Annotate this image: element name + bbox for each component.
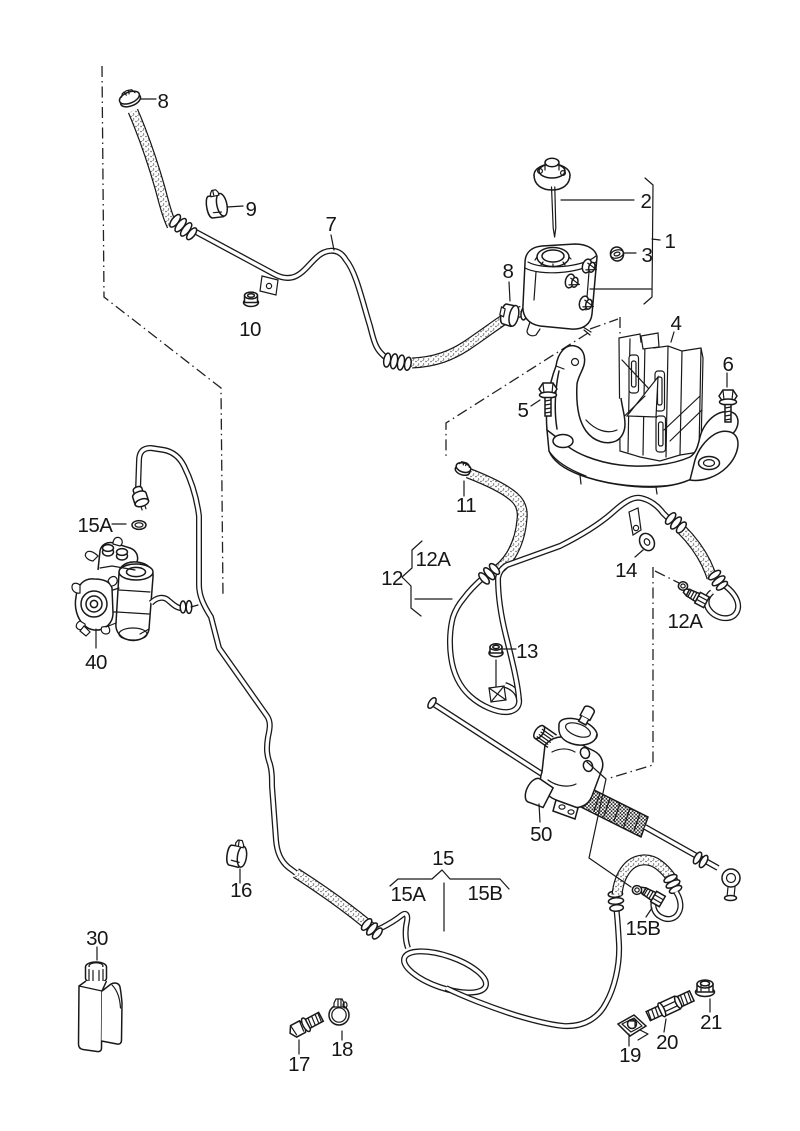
- svg-text:5: 5: [518, 399, 529, 422]
- svg-text:16: 16: [230, 879, 252, 902]
- svg-text:15A: 15A: [78, 514, 114, 537]
- svg-text:15B: 15B: [468, 882, 503, 905]
- svg-text:9: 9: [246, 198, 257, 221]
- svg-text:14: 14: [615, 559, 637, 582]
- svg-text:19: 19: [619, 1044, 641, 1067]
- svg-text:30: 30: [86, 927, 108, 950]
- svg-text:21: 21: [700, 1011, 722, 1034]
- svg-text:6: 6: [723, 353, 734, 376]
- svg-text:17: 17: [288, 1053, 310, 1076]
- svg-text:15A: 15A: [391, 883, 427, 906]
- svg-text:11: 11: [456, 494, 476, 517]
- svg-text:8: 8: [158, 90, 169, 113]
- svg-text:12A: 12A: [416, 548, 452, 571]
- svg-text:13: 13: [516, 640, 538, 663]
- svg-text:4: 4: [671, 312, 682, 335]
- svg-text:1: 1: [665, 230, 676, 253]
- svg-text:50: 50: [530, 823, 552, 846]
- svg-text:40: 40: [85, 651, 107, 674]
- svg-text:15: 15: [432, 847, 454, 870]
- svg-text:7: 7: [326, 213, 337, 236]
- svg-text:8: 8: [503, 260, 514, 283]
- svg-text:12: 12: [381, 567, 403, 590]
- svg-text:10: 10: [239, 318, 261, 341]
- svg-text:20: 20: [656, 1031, 678, 1054]
- svg-text:12A: 12A: [668, 610, 704, 633]
- svg-text:18: 18: [331, 1038, 353, 1061]
- svg-text:2: 2: [641, 190, 652, 213]
- svg-text:3: 3: [642, 244, 653, 267]
- svg-text:15B: 15B: [626, 917, 661, 940]
